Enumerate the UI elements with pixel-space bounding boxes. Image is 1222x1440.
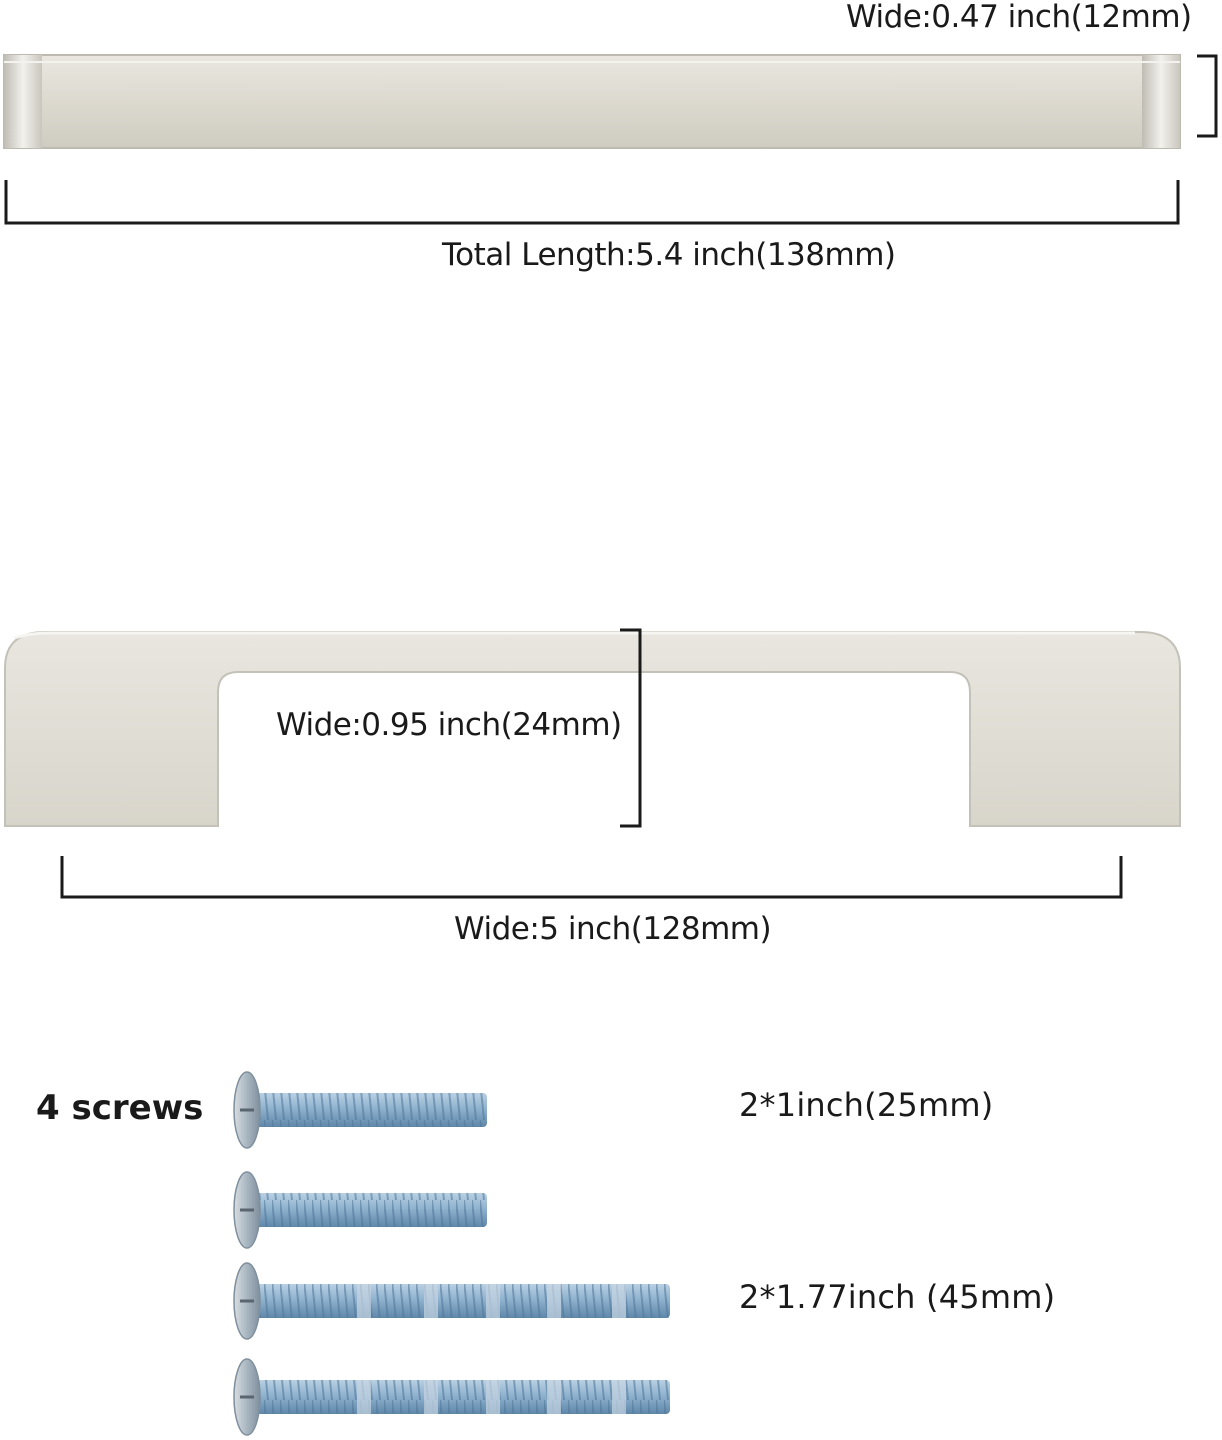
hole-distance-bracket	[60, 856, 1123, 899]
screw-long-2	[233, 1358, 670, 1436]
handle-side-view	[4, 631, 1181, 827]
screw-long-1	[233, 1262, 670, 1340]
long-screw-label: 2*1.77inch (45mm)	[739, 1278, 1056, 1316]
short-screw-label: 2*1inch(25mm)	[739, 1086, 994, 1124]
screw-short-1	[233, 1071, 487, 1149]
width-bracket	[1197, 54, 1218, 138]
height-bracket	[620, 628, 642, 828]
handle-top-view	[3, 54, 1181, 149]
width-label: Wide:0.47 inch(12mm)	[846, 0, 1192, 35]
height-label: Wide:0.95 inch(24mm)	[276, 707, 622, 743]
screw-short-2	[233, 1171, 487, 1249]
screws-title: 4 screws	[36, 1088, 204, 1128]
total-length-label: Total Length:5.4 inch(138mm)	[442, 237, 896, 273]
hole-distance-label: Wide:5 inch(128mm)	[454, 911, 772, 947]
total-length-bracket	[4, 180, 1180, 225]
